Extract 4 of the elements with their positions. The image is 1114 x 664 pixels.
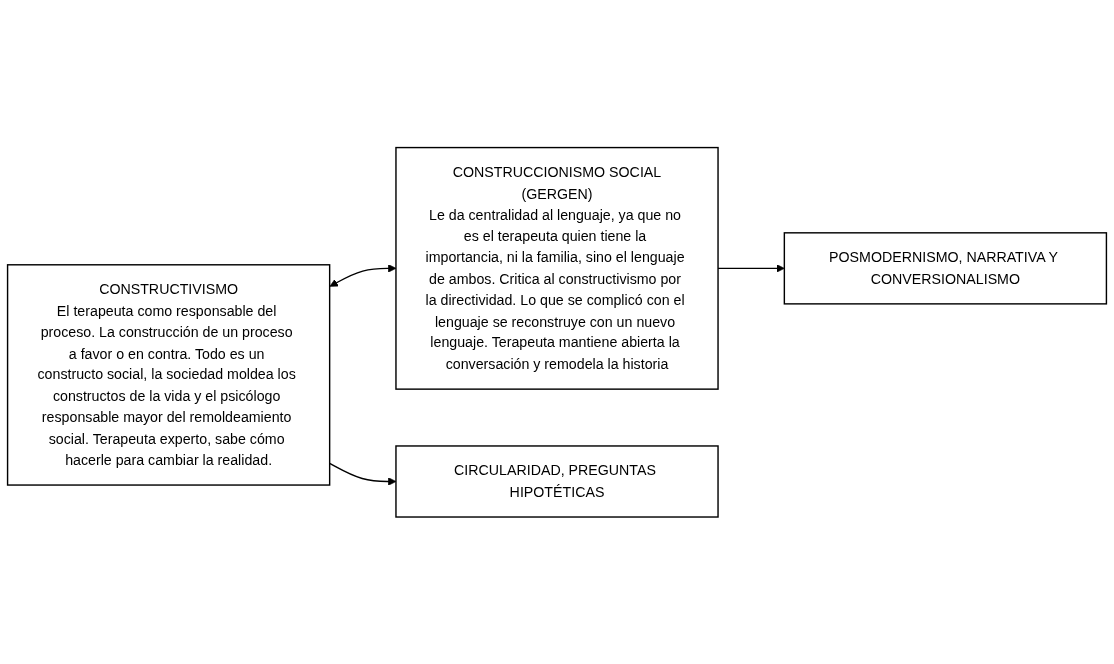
node-box: CIRCULARIDAD, PREGUNTAS HIPOTÉTICAS: [395, 444, 719, 518]
node-box: POSMODERNISMO, NARRATIVA Y CONVERSIONALISMO: [783, 231, 1108, 305]
node-box: CONSTRUCCIONISMO SOCIAL (GERGEN) Le da centralidad al lenguaje, ya que no es el terapeuta quien tiene la importancia, ni la familia, sino el lenguaje de ambos. Critica al constructivismo por la directividad. Lo que se complicó con el lenguaje se reconstruye con un nuevo lenguaje. Terapeuta mantiene abierta la conversación y remodela la historia: [395, 146, 719, 390]
node-box: CONSTRUCTIVISMO El terapeuta como responsable del proceso. La construcción de un proceso a favor o en contra. Todo es un constructo social, la sociedad moldea los constructos de la vida y el psicólogo responsable mayor del remoldeamiento social. Terapeuta experto, sabe cómo hacerle para cambiar la realidad.: [6, 263, 331, 486]
